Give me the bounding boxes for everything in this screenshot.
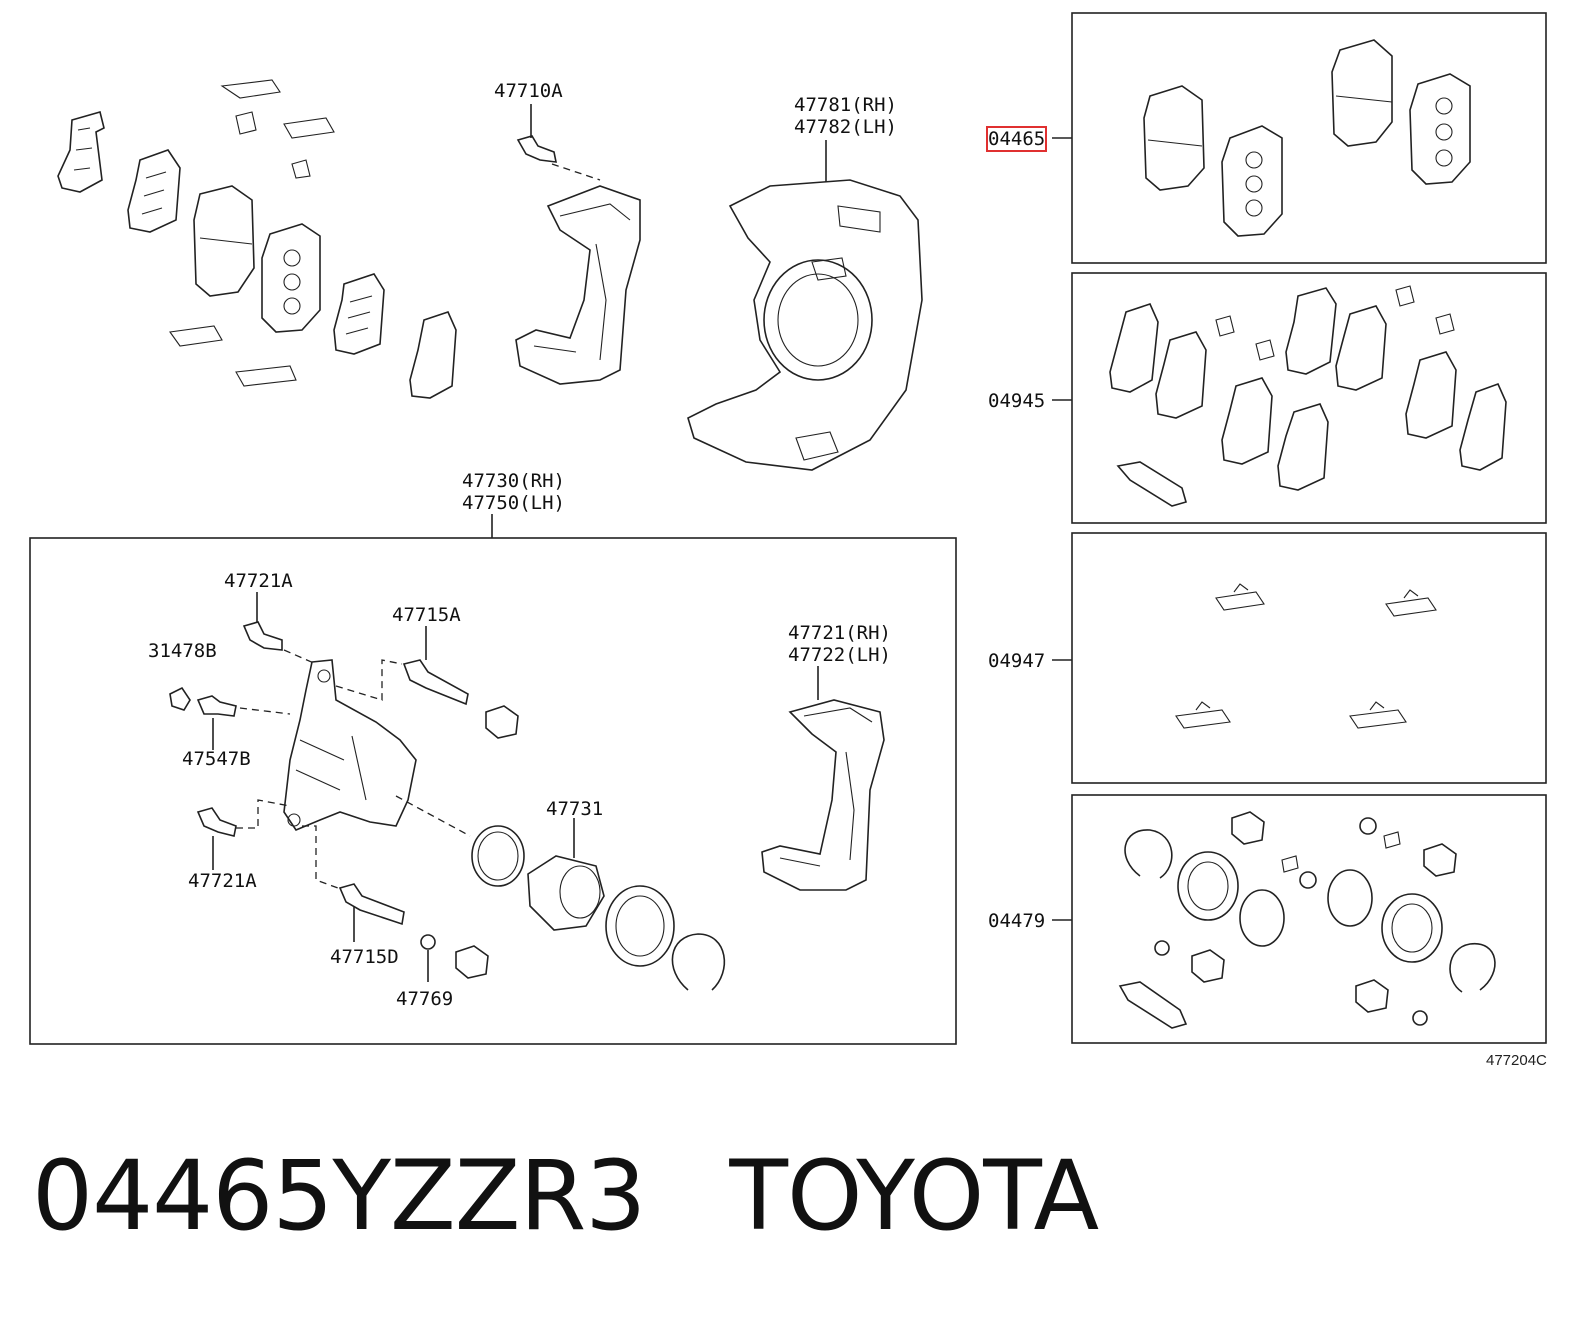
pad-shim-right [409,311,457,399]
kit-box-04465 [1071,12,1547,264]
brand-name: TOYOTA [729,1140,1099,1252]
label-04945[interactable]: 04945 [988,390,1046,412]
brake-dust-cover [687,179,923,471]
label-47730: 47730(RH) [462,470,565,492]
kit-box-04479 [1071,794,1547,1044]
pad-shim-center [333,273,385,355]
part-number: 04465YZZR3 [32,1140,646,1252]
caliper-bracket-47721 [761,699,885,891]
label-47781-47782: 47781(RH) 47782(LH) [794,94,897,138]
boot-bushing-a [485,705,519,739]
kit-04479-seals [1118,811,1496,1029]
boot-bushing-b [455,945,489,979]
caliper-body [283,659,417,831]
caliper-mounting-bracket [515,185,641,385]
set-ring [671,933,726,991]
label-04479[interactable]: 04479 [988,910,1046,932]
label-47721: 47721(RH) [788,622,891,644]
brake-pad-left-2 [261,223,321,333]
label-47730-47750: 47730(RH) 47750(LH) [462,470,565,514]
anti-squeal-clips [169,79,335,387]
piston-seal [471,825,525,887]
slide-pin-47715a [402,626,469,706]
label-47769: 47769 [396,988,454,1010]
label-04465-highlighted[interactable]: 04465 [985,126,1048,152]
label-47750: 47750(LH) [462,492,565,514]
kit-04945-shims [1109,285,1507,507]
label-04947[interactable]: 04947 [988,650,1046,672]
label-31478b: 31478B [148,640,217,662]
caliper-assembly-frame [29,537,957,1045]
label-47715a: 47715A [392,604,461,626]
pad-shim-outer-left [57,111,105,193]
bleeder-plug-47547b [196,695,237,750]
label-47721a-top: 47721A [224,570,293,592]
label-47547b: 47547B [182,748,251,770]
label-47721a-bottom: 47721A [188,870,257,892]
slide-pin-47715d [338,883,405,942]
piston-boot [605,885,675,967]
label-47722: 47722(LH) [788,644,891,666]
bolt-47721a-bottom [196,807,237,870]
label-47721-47722: 47721(RH) 47722(LH) [788,622,891,666]
kit-box-04947 [1071,532,1547,784]
label-47782: 47782(LH) [794,116,897,138]
kit-04947-clips [1175,583,1437,729]
label-47710a: 47710A [494,80,563,102]
label-47715d: 47715D [330,946,399,968]
bleeder-cap-31478b [169,686,191,711]
brake-pad-left-1 [193,185,255,297]
piston-47731 [527,818,605,931]
kit-box-04945 [1071,272,1547,524]
bolt-47710a [516,104,558,163]
pad-shim-inner-left [127,149,181,233]
bushing-47769 [420,934,436,982]
bolt-47721a-top [242,592,283,651]
label-47781: 47781(RH) [794,94,897,116]
figure-code: 477204C [1486,1052,1547,1069]
label-47731: 47731 [546,798,604,820]
caption: 04465YZZR3 TOYOTA [32,1140,1099,1252]
kit-04465-pads [1143,39,1471,237]
